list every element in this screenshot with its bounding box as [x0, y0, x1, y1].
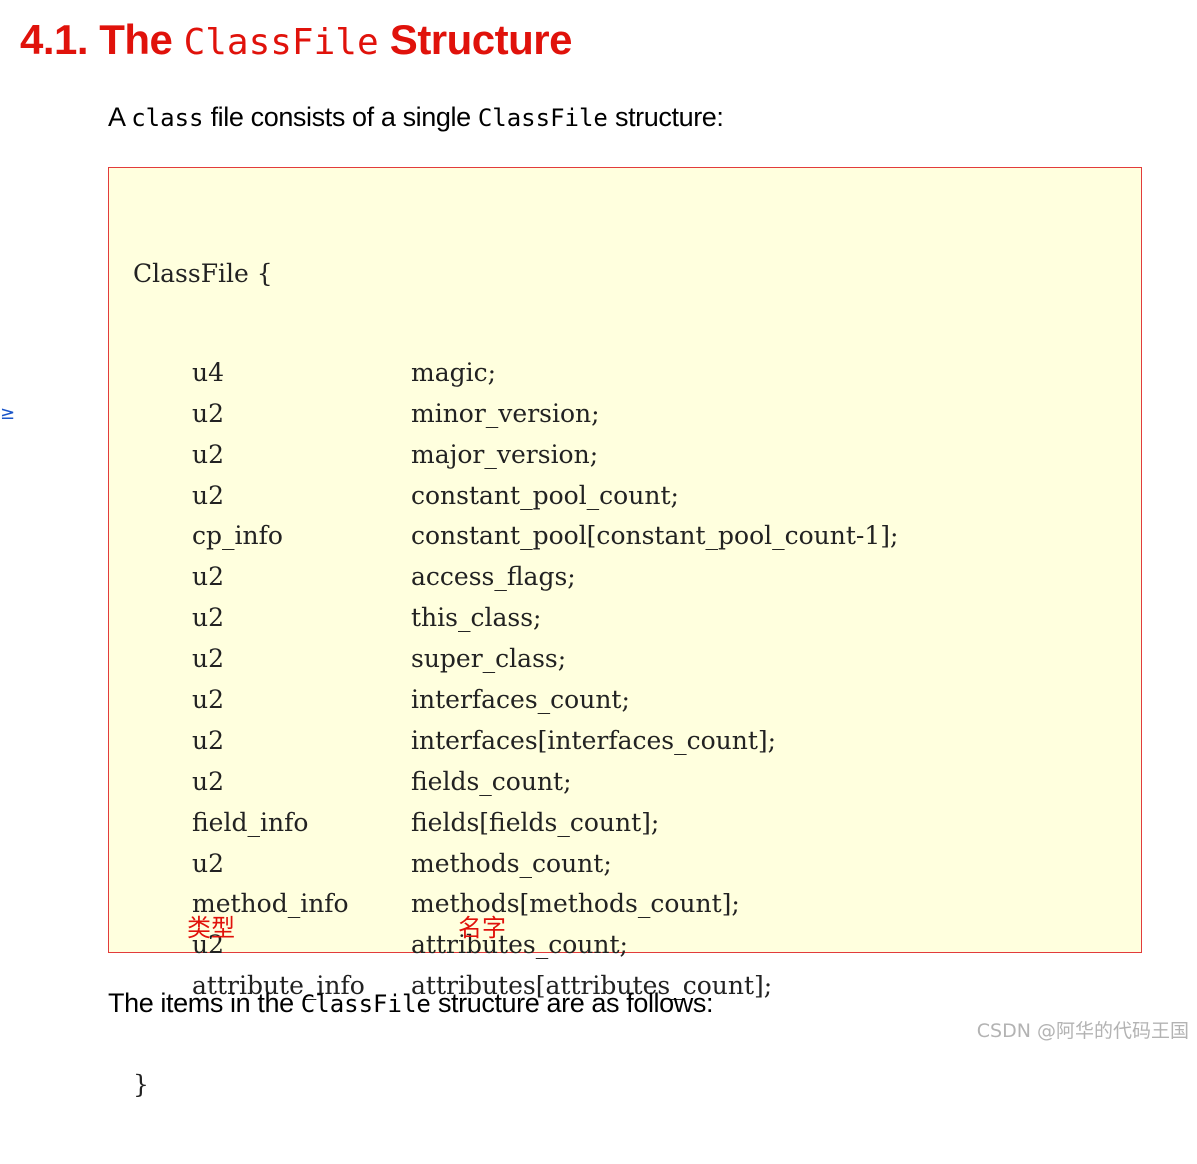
outro-paragraph: The items in the ClassFile structure are… — [108, 986, 713, 1021]
field-type: u2 — [192, 398, 225, 428]
field-type: u2 — [192, 644, 225, 674]
field-type: u4 — [192, 357, 225, 387]
field-line: u2 interfaces[interfaces_count]; — [133, 721, 776, 762]
field-line: u2 minor_version; — [133, 394, 600, 435]
field-line: field_info fields[fields_count]; — [133, 803, 659, 844]
code-open-line: ClassFile { — [133, 254, 273, 295]
field-line: method_info methods[methods_count]; — [133, 884, 740, 925]
field-name: fields[fields_count]; — [411, 807, 660, 837]
code-close-brace: } — [133, 1070, 149, 1100]
field-type: u2 — [192, 603, 225, 633]
field-line: u2 attributes_count; — [133, 925, 628, 966]
field-name: attributes_count; — [411, 930, 628, 960]
field-line: u2 this_class; — [133, 598, 541, 639]
code-close-line: } — [133, 1065, 273, 1106]
outro-prefix: The items in the — [108, 988, 301, 1018]
field-line: u2 major_version; — [133, 435, 598, 476]
field-type: u2 — [192, 685, 225, 715]
margin-link-mark[interactable]: ≥ — [0, 403, 16, 424]
intro-class-code: class — [131, 104, 204, 132]
field-line: u2 access_flags; — [133, 557, 576, 598]
field-type: u2 — [192, 439, 225, 469]
field-name: interfaces_count; — [411, 685, 630, 715]
field-type: u2 — [192, 848, 225, 878]
field-name: constant_pool[constant_pool_count-1]; — [411, 521, 899, 551]
field-name: methods[methods_count]; — [411, 889, 740, 919]
outro-classfile-code: ClassFile — [300, 990, 431, 1018]
heading-classfile-code: ClassFile — [183, 22, 379, 63]
code-open-text: ClassFile { — [133, 259, 273, 288]
field-type: cp_info — [192, 521, 283, 551]
section-heading: 4.1. The ClassFile Structure — [20, 14, 573, 69]
field-line: cp_info constant_pool[constant_pool_count… — [133, 516, 898, 557]
field-line: u2 constant_pool_count; — [133, 476, 679, 517]
field-list: u4 magic; u2 minor_version; u2 major_version;… — [133, 353, 898, 1007]
field-name: interfaces[interfaces_count]; — [411, 725, 777, 755]
field-line: u4 magic; — [133, 353, 496, 394]
field-name: major_version; — [411, 439, 599, 469]
field-type: u2 — [192, 766, 225, 796]
intro-middle: file consists of a single — [203, 102, 478, 132]
field-name: access_flags; — [411, 562, 576, 592]
field-name: methods_count; — [411, 848, 612, 878]
csdn-watermark: CSDN @阿华的代码王国 — [976, 1020, 1189, 1042]
heading-number: 4.1. The — [20, 16, 184, 63]
name-annotation: 名字 — [458, 914, 506, 942]
field-type: field_info — [192, 807, 309, 837]
field-type: attribute_info — [192, 971, 365, 1001]
field-line: u2 interfaces_count; — [133, 680, 630, 721]
field-line: attribute_info attributes[attributes_coun… — [133, 966, 772, 1007]
heading-suffix: Structure — [378, 16, 573, 63]
intro-prefix: A — [108, 102, 132, 132]
field-name: constant_pool_count; — [411, 480, 679, 510]
field-line: u2 methods_count; — [133, 844, 612, 885]
field-type: u2 — [192, 725, 225, 755]
field-name: minor_version; — [411, 398, 600, 428]
field-line: u2 fields_count; — [133, 762, 572, 803]
type-annotation: 类型 — [187, 914, 235, 942]
field-name: attributes[attributes_count]; — [411, 971, 773, 1001]
classfile-code-block: ClassFile { u4 magic; u2 minor_version; u2 ma… — [108, 167, 1142, 1099]
code-listing: ClassFile { u4 magic; u2 minor_version; u2 ma… — [133, 196, 898, 1164]
field-name: magic; — [411, 357, 497, 387]
intro-paragraph: A class file consists of a single ClassF… — [108, 100, 724, 135]
field-name: this_class; — [411, 603, 542, 633]
field-name: fields_count; — [411, 766, 572, 796]
field-name: super_class; — [411, 644, 567, 674]
field-type: method_info — [192, 889, 349, 919]
field-type: u2 — [192, 562, 225, 592]
intro-suffix: structure: — [607, 102, 724, 132]
field-line: u2 super_class; — [133, 639, 566, 680]
outro-suffix: structure are as follows: — [430, 988, 714, 1018]
intro-classfile-code: ClassFile — [477, 104, 608, 132]
field-type: u2 — [192, 480, 225, 510]
field-type: u2 — [192, 930, 225, 960]
